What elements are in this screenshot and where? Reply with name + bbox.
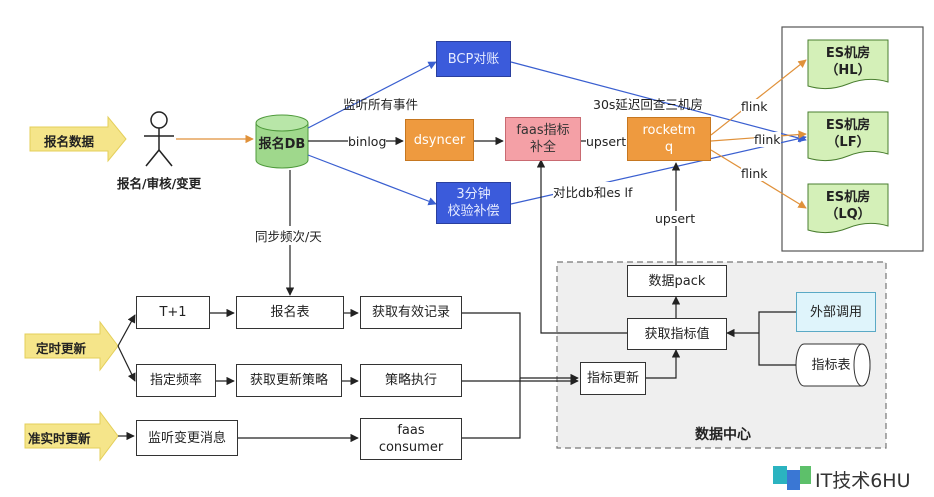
external-call-node: 外部调用 xyxy=(796,292,876,332)
es-hl-shape xyxy=(807,39,889,90)
es-hl-node: ES机房 （HL） xyxy=(825,46,871,78)
metric-table-cylinder xyxy=(795,343,871,387)
listen-change-node: 监听变更消息 xyxy=(136,420,238,456)
edge-label-upsert-dc: upsert xyxy=(655,211,696,226)
signup-db-cylinder xyxy=(255,114,309,169)
edge-sched-t1 xyxy=(117,314,136,347)
edge-label-flink-1: flink xyxy=(741,99,768,114)
check-fill-node: 3分钟 校验补偿 xyxy=(436,182,511,224)
metric-table-node: 指标表 xyxy=(811,357,851,373)
es-lq-shape xyxy=(807,183,889,234)
metric-update-node: 指标更新 xyxy=(580,362,646,395)
get-metric-node: 获取指标值 xyxy=(627,318,727,350)
data-pack-node: 数据pack xyxy=(627,265,727,297)
get-valid-records-node: 获取有效记录 xyxy=(360,296,462,329)
es-lq-node: ES机房 （LQ） xyxy=(825,190,871,222)
edge-valid-update xyxy=(462,312,579,383)
edge-label-binlog: binlog xyxy=(348,134,387,149)
edge-update-metric xyxy=(646,349,681,379)
watermark-logo xyxy=(773,466,811,490)
edge-db-bcp xyxy=(307,61,437,129)
es-lf-shape xyxy=(807,111,889,162)
dsyncer-node: dsyncer xyxy=(405,119,474,161)
edge-label-compare: 对比db和es lf xyxy=(553,182,633,201)
edge-label-delay-check: 30s延迟回查三机房 xyxy=(593,97,703,112)
edge-bcp-es xyxy=(510,61,807,143)
signup-data-arrow xyxy=(29,115,127,163)
data-center-label: 数据中心 xyxy=(695,427,751,443)
edge-label-upsert-mq: upsert xyxy=(586,134,627,149)
actor-label: 报名/审核/变更 xyxy=(117,176,202,191)
realtime-update-label: 准实时更新 xyxy=(28,431,91,446)
rocketmq-node: rocketm q xyxy=(627,117,711,161)
strategy-exec-node: 策略执行 xyxy=(360,364,462,397)
edge-metric-faas xyxy=(536,159,627,334)
realtime-update-arrow xyxy=(24,410,119,462)
faas-fill-node: faas指标 补全 xyxy=(505,117,581,161)
get-update-strategy-node: 获取更新策略 xyxy=(236,364,342,397)
t-plus-1-node: T+1 xyxy=(136,296,210,329)
edge-db-check xyxy=(307,154,437,206)
edge-sched-freq xyxy=(117,345,136,382)
signup-db-node: 报名DB xyxy=(258,136,306,152)
scheduled-update-arrow xyxy=(24,320,119,372)
specify-freq-node: 指定频率 xyxy=(136,364,216,397)
edge-mq-es-hl xyxy=(710,59,807,136)
signup-table-node: 报名表 xyxy=(236,296,344,329)
edge-label-flink-3: flink xyxy=(741,166,768,181)
faas-consumer-node: faas consumer xyxy=(360,418,462,460)
edge-label-sync-daily: 同步频次/天 xyxy=(255,226,322,245)
actor-figure xyxy=(144,111,174,167)
edge-label-flink-2: flink xyxy=(754,132,781,147)
edge-consumer-update xyxy=(462,378,521,439)
bcp-node: BCP对账 xyxy=(436,41,511,77)
watermark-text: IT技术6HU xyxy=(815,470,911,492)
es-lf-node: ES机房 （LF） xyxy=(825,118,871,150)
edge-label-listen-all: 监听所有事件 xyxy=(343,97,419,112)
scheduled-update-label: 定时更新 xyxy=(36,341,87,356)
edge-external-metric xyxy=(727,311,796,366)
signup-data-label: 报名数据 xyxy=(44,134,95,149)
